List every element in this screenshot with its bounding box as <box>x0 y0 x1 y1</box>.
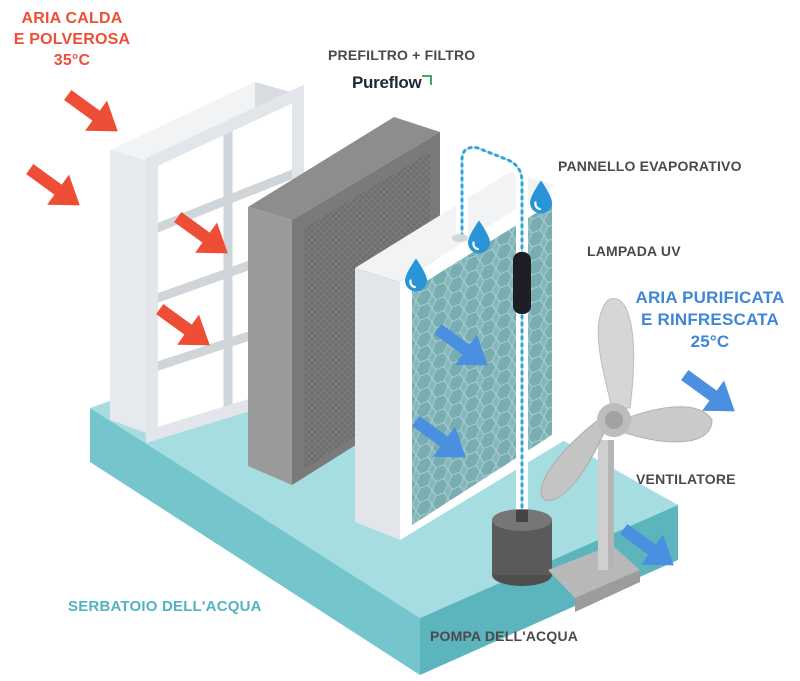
hot-air-label: ARIA CALDA E POLVEROSA 35°C <box>13 10 131 69</box>
clean-air-label: ARIA PURIFICATA E RINFRESCATA 25°C <box>635 288 785 351</box>
water-pump <box>492 509 552 586</box>
fan-label: VENTILATORE <box>636 471 736 487</box>
water-pump-label: POMPA DELL'ACQUA <box>430 628 579 644</box>
brand-name: Pureflow <box>352 73 422 92</box>
fan-blade-icon <box>597 298 635 409</box>
pureflow-logo-icon: Pureflow <box>352 73 433 93</box>
red-arrow-icon <box>18 153 91 221</box>
fan <box>540 298 713 612</box>
water-pipe <box>452 141 528 526</box>
uv-lamp-label: LAMPADA UV <box>587 243 681 259</box>
water-tank-label: SERBATOIO DELL'ACQUA <box>68 598 262 615</box>
evaporative-panel-label: PANNELLO EVAPORATIVO <box>558 158 742 174</box>
fan-blade-icon <box>540 419 607 501</box>
red-arrow-icon <box>56 79 129 147</box>
fan-blade-icon <box>621 406 713 443</box>
uv-lamp <box>513 252 531 314</box>
filter-title-label: PREFILTRO + FILTRO <box>328 47 476 63</box>
